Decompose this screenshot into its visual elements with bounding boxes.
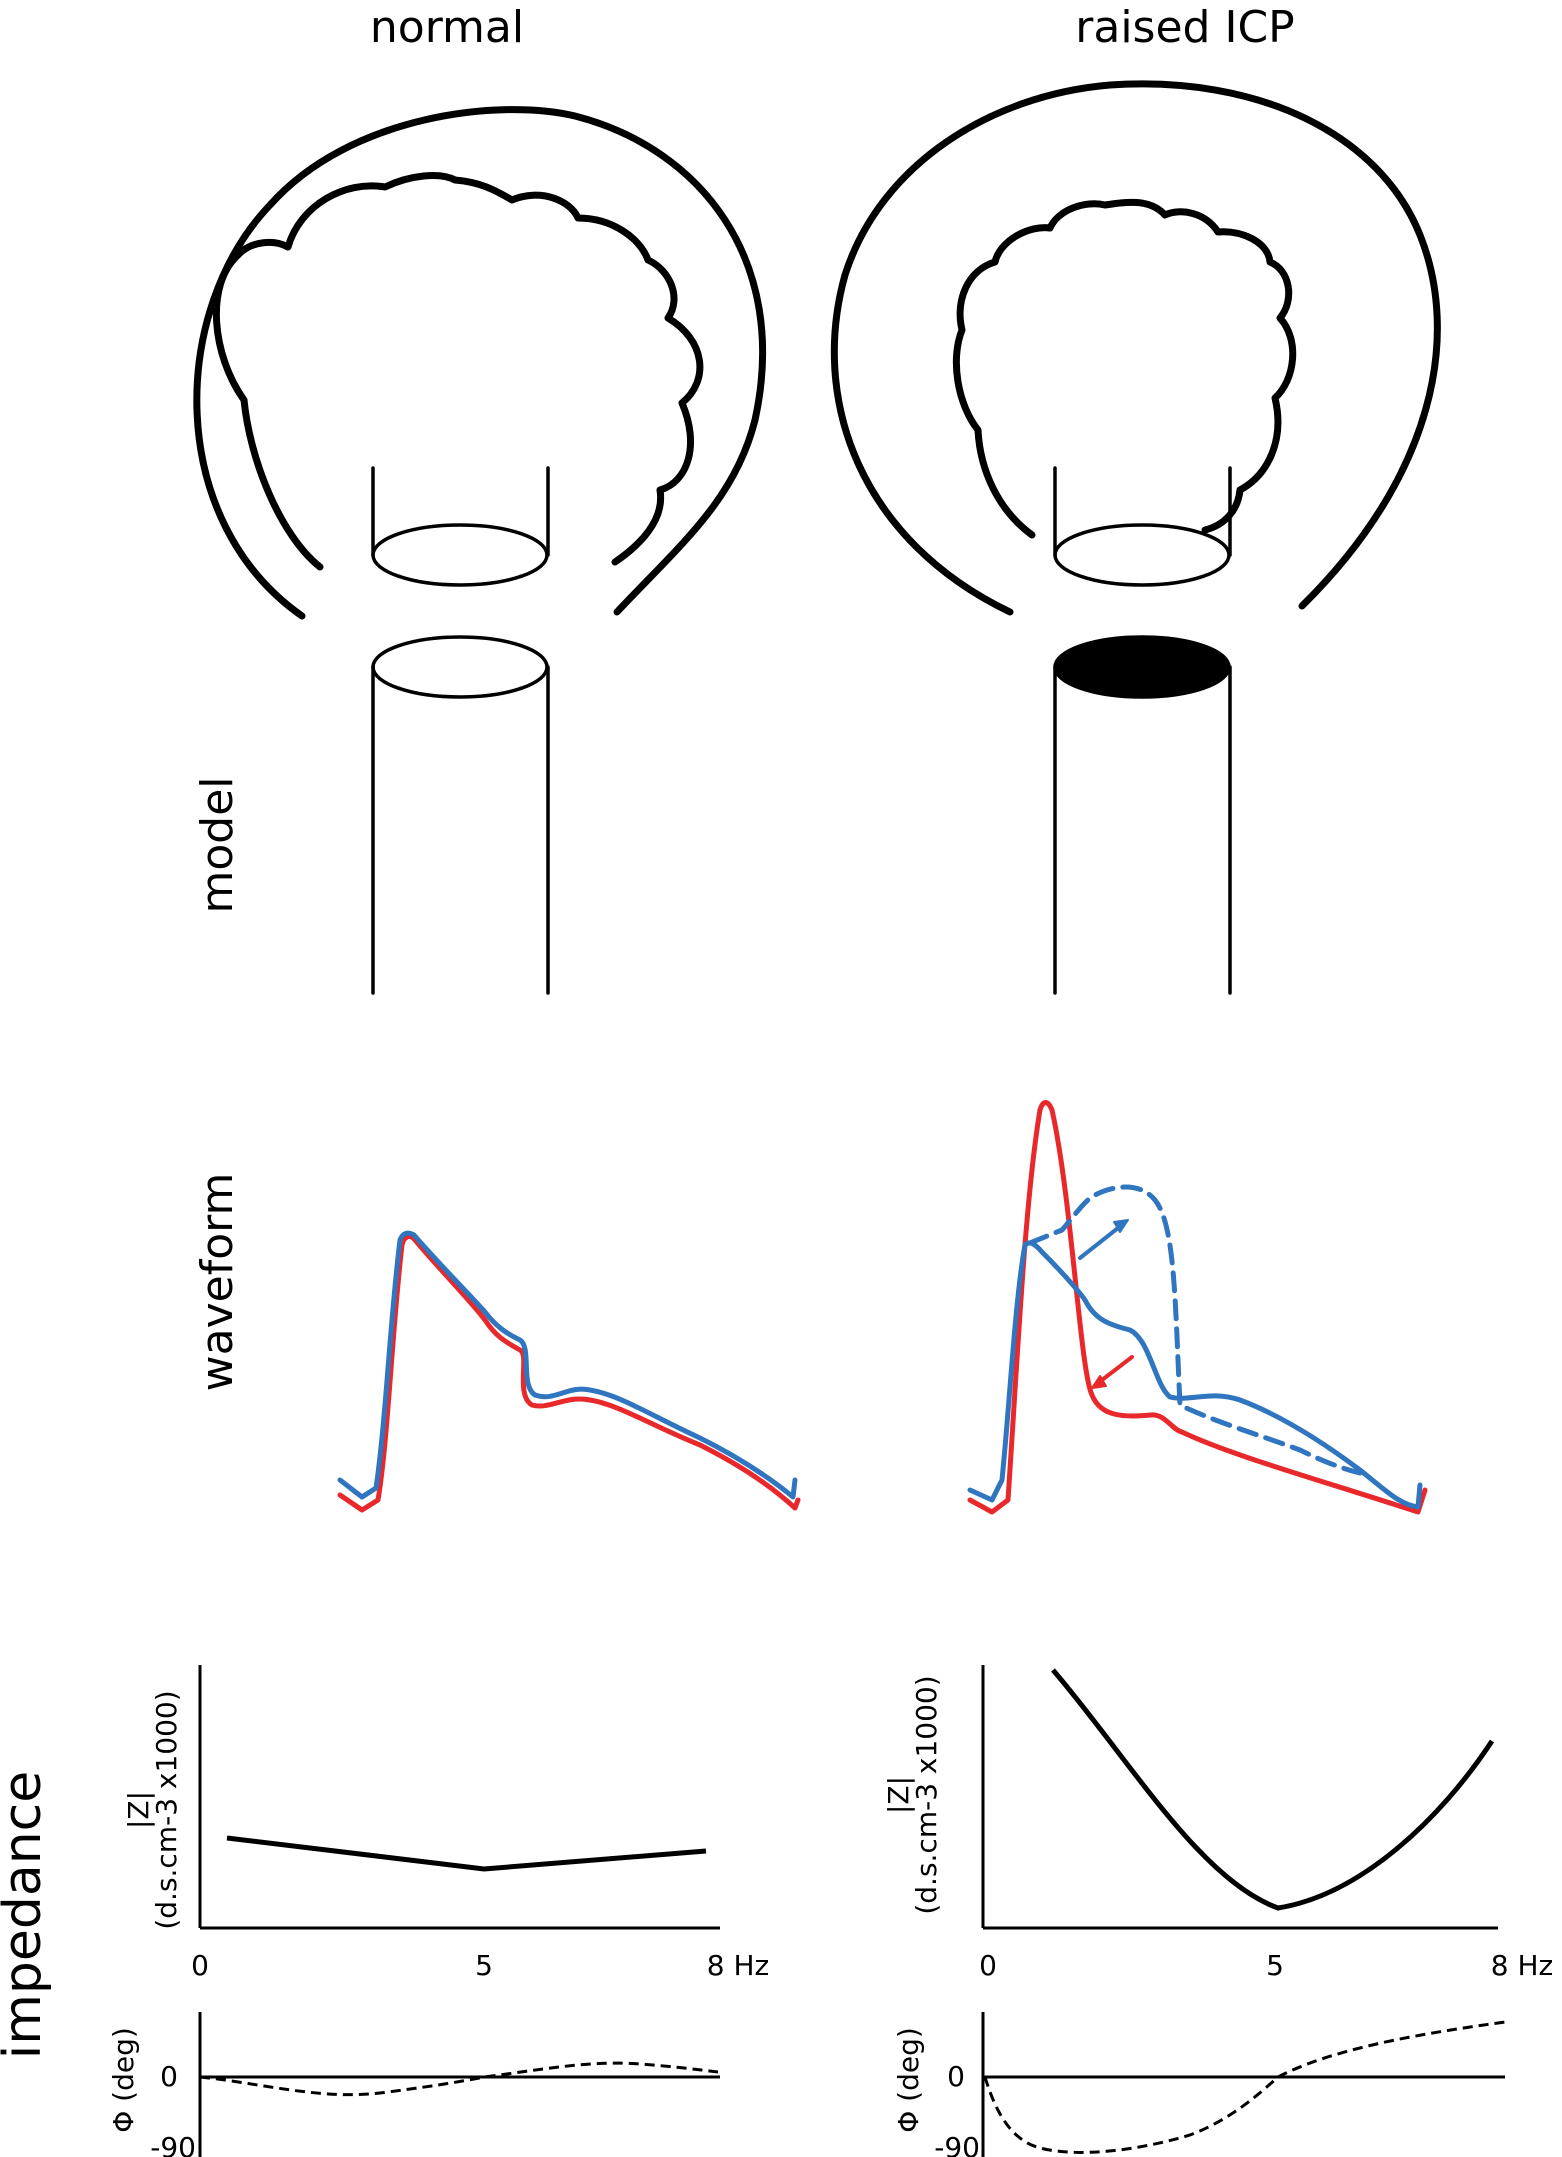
skull-outline-normal [193,106,767,620]
column-header-normal: normal [370,2,524,53]
axes [981,1665,1498,1930]
magnitude-axis-label-line1: |Z| [122,1791,155,1829]
brain-outline-normal [212,172,704,571]
magnitude-axis-label-line2: (d.s.cm-3 x1000) [910,1675,943,1914]
x-tick-label: 5 [475,1949,493,1982]
impedance-raised-phase-plot: Φ (deg) 0 -90 [892,2012,1506,2157]
brain-outline-raised [952,198,1297,539]
arrow-down-red [1091,1355,1134,1389]
x-tick-label: 5 [1266,1949,1284,1982]
x-tick-label: 0 [191,1949,209,1982]
impedance-normal-phase-plot: Φ (deg) 0 -90 [107,2012,720,2157]
model-normal [193,106,767,995]
outlet-ellipse-lower-normal [371,635,549,699]
outlet-ellipse-lower-raised-filled [1053,635,1231,699]
row-label-model: model [192,776,243,913]
axes [981,2012,1505,2157]
outlet-ellipse-upper-normal [371,523,549,587]
waveform-raised-red [967,1100,1428,1515]
waveform-raised-blue-dashed [1027,1184,1363,1476]
impedance-normal-magnitude-plot: |Z| (d.s.cm-3 x1000) 0 5 8 Hz [122,1665,769,1982]
arrow-up-blue [1078,1219,1129,1260]
x-tick-label: 8 Hz [1491,1949,1553,1982]
waveform-normal-blue [337,1230,798,1500]
skull-outline-raised [830,80,1441,616]
model-raised-icp [830,80,1441,995]
phase-axis-label: Φ (deg) [107,2027,140,2133]
phase-axis-label: Φ (deg) [892,2027,925,2133]
x-tick-label: 8 Hz [707,1949,769,1982]
outlet-ellipse-upper-raised [1053,523,1231,587]
magnitude-line-normal [226,1835,707,1872]
phase-line-raised [983,2020,1506,2154]
row-label-impedance: impedance [0,1771,53,2060]
axes [198,1665,720,1930]
phase-tick-min: -90 [934,2131,980,2157]
column-header-raised-icp: raised ICP [1075,2,1294,53]
axes [198,2012,720,2157]
phase-line-normal [199,2061,719,2097]
waveform-raised-blue [967,1240,1423,1510]
impedance-raised-magnitude-plot: |Z| (d.s.cm-3 x1000) 0 5 8 Hz [882,1665,1553,1982]
phase-tick-zero: 0 [160,2060,178,2093]
x-tick-label: 0 [979,1949,997,1982]
row-label-waveform: waveform [192,1173,243,1392]
phase-tick-min: -90 [150,2131,196,2157]
waveform-normal [337,1230,801,1513]
magnitude-line-raised [1051,1668,1495,1911]
magnitude-axis-label-line1: |Z| [882,1776,915,1814]
magnitude-axis-label-line2: (d.s.cm-3 x1000) [150,1690,183,1929]
phase-tick-zero: 0 [947,2060,965,2093]
waveform-raised-icp [967,1100,1428,1515]
waveform-normal-red [337,1234,801,1513]
